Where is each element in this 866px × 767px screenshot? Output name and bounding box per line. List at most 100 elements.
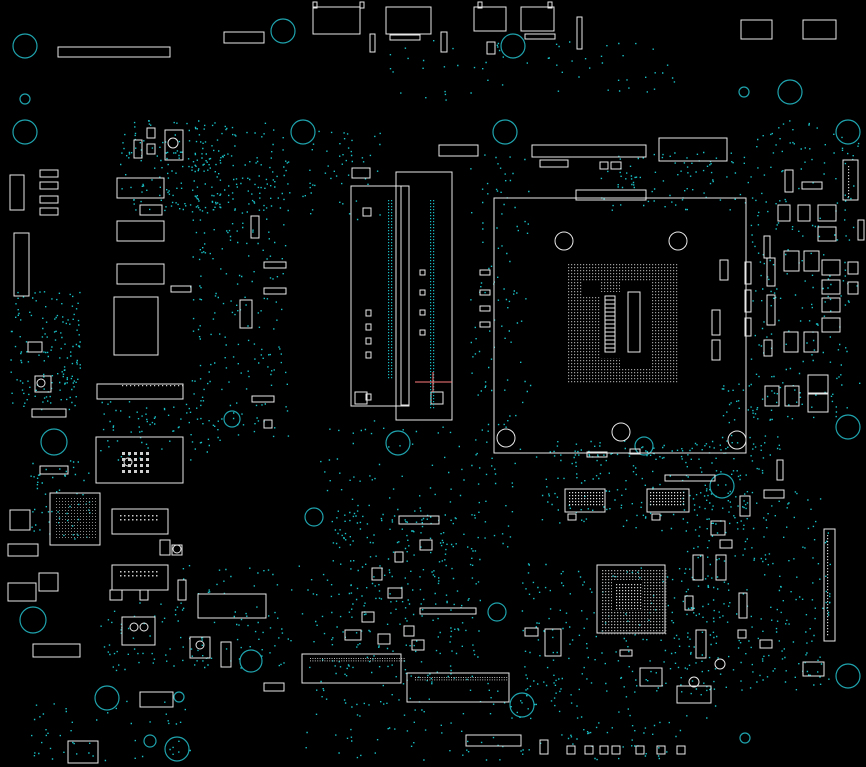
component-outline [9, 174, 25, 211]
component-outline [848, 166, 850, 198]
component-outline [263, 287, 287, 295]
component-outline [369, 33, 376, 53]
component-outline [764, 385, 780, 407]
component-outline [569, 492, 604, 506]
component-outline [67, 740, 99, 764]
component-outline [398, 515, 440, 525]
component-outline [827, 535, 829, 636]
component-outline [251, 395, 275, 403]
component-outline [604, 331, 616, 337]
component-outline [803, 250, 820, 272]
component-outline [493, 197, 747, 454]
via-cluster [600, 151, 749, 211]
component-outline [639, 667, 663, 687]
markers [415, 372, 452, 392]
mounting-hole [12, 119, 38, 145]
component-outline [403, 625, 415, 637]
component-outline [95, 436, 184, 484]
component-outline [365, 309, 372, 317]
component-outline [139, 589, 149, 601]
component-outline [604, 347, 616, 353]
mounting-hole [19, 606, 47, 634]
component-outline [129, 622, 139, 632]
component-outline [567, 513, 577, 521]
component-outline [146, 127, 156, 139]
component-outline [727, 430, 747, 450]
component-outline [39, 195, 59, 204]
component-outline [56, 498, 96, 538]
mounting-hole [173, 691, 185, 703]
component-outline [27, 341, 43, 353]
component-outline [821, 259, 841, 276]
component-outline [301, 653, 402, 684]
component-outline [36, 378, 46, 388]
via-clusters [10, 40, 861, 762]
component-outline [744, 289, 752, 313]
component-outline [38, 572, 59, 592]
mounting-hole [40, 428, 68, 456]
mounting-hole [738, 86, 750, 98]
component-outline [783, 331, 799, 353]
mounting-hole [487, 602, 507, 622]
mounting-hole [835, 119, 861, 145]
component-outline [656, 745, 666, 755]
component-outline [664, 474, 716, 482]
component-outline [116, 220, 165, 242]
component-outline [821, 317, 841, 333]
component-outline [109, 589, 123, 601]
mounting-hole [164, 736, 190, 762]
component-outline [763, 235, 771, 259]
mounting-hole [492, 119, 518, 145]
component-outline [783, 250, 800, 272]
component-outline [604, 307, 616, 313]
component-outline [351, 167, 371, 179]
component-outline [496, 428, 516, 448]
component-outline [486, 41, 496, 55]
component-outline [146, 143, 156, 155]
component-outline [159, 539, 171, 556]
component-outline [821, 297, 841, 313]
component-outline [524, 33, 556, 40]
component-outlines [7, 1, 865, 764]
mounting-hole [304, 507, 324, 527]
component-outline [719, 539, 733, 549]
component-outline [740, 19, 773, 40]
component-outline [611, 745, 621, 755]
component-outline [389, 34, 421, 41]
component-outline [766, 294, 776, 326]
component-outline [539, 159, 569, 168]
component-outline [120, 515, 158, 521]
mounting-hole [290, 119, 316, 145]
component-outline [739, 495, 751, 517]
component-outline [312, 6, 361, 35]
component-outline [430, 200, 435, 409]
mounting-holes [12, 18, 861, 762]
component-outline [651, 513, 661, 521]
component-outline [635, 745, 645, 755]
component-outline [365, 351, 372, 359]
component-outline [604, 315, 616, 321]
component-outline [807, 374, 829, 394]
component-outline [400, 185, 410, 406]
component-outline [566, 745, 576, 755]
component-outline [419, 289, 426, 296]
component-outline [479, 305, 491, 312]
component-outline [419, 309, 426, 316]
component-outline [763, 339, 773, 357]
component-outline [133, 139, 143, 159]
component-outline [801, 181, 823, 190]
mounting-hole [12, 33, 38, 59]
component-outline [263, 261, 287, 269]
component-outline [629, 448, 641, 455]
component-outline [250, 215, 260, 239]
component-outline [658, 137, 728, 162]
component-outline [646, 488, 690, 513]
component-outline [365, 337, 372, 345]
component-outline [344, 629, 362, 641]
component-outline [668, 231, 688, 251]
component-outline [263, 419, 273, 429]
component-outline [803, 331, 819, 353]
component-outline [419, 329, 426, 336]
component-outline [676, 745, 686, 755]
component-outline [122, 385, 184, 387]
